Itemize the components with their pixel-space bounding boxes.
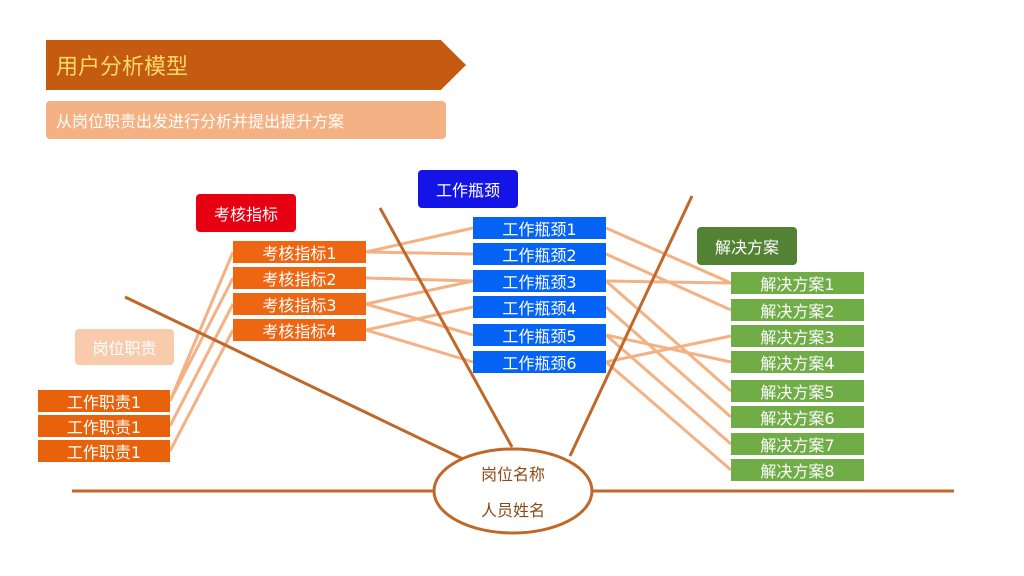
branch-line-solution — [568, 195, 694, 457]
solution-item-5: 解决方案5 — [731, 380, 864, 402]
duty-group-label: 岗位职责 — [75, 329, 174, 365]
solution-group-label: 解决方案 — [697, 227, 797, 265]
kpi-bottleneck-connector — [365, 279, 474, 306]
bottleneck-solution-connector — [605, 305, 732, 419]
duty-item-3: 工作职责1 — [38, 440, 170, 462]
page-subtitle: 从岗位职责出发进行分析并提出提升方案 — [46, 101, 446, 139]
duty-item-2: 工作职责1 — [38, 415, 170, 437]
kpi-bottleneck-connector — [365, 328, 474, 364]
bottleneck-solution-connector — [605, 279, 732, 285]
bottleneck-group-label: 工作瓶颈 — [418, 170, 518, 208]
solution-item-2: 解决方案2 — [731, 299, 864, 321]
branch-line-bottleneck — [378, 207, 514, 448]
kpi-item-1: 考核指标1 — [233, 241, 366, 263]
duty-kpi-connector — [168, 277, 235, 402]
center-ellipse — [432, 447, 594, 535]
kpi-bottleneck-connector — [365, 226, 474, 254]
bottleneck-solution-connector — [605, 279, 732, 393]
kpi-item-4: 考核指标4 — [233, 319, 366, 341]
solution-item-1: 解决方案1 — [731, 272, 864, 294]
kpi-bottleneck-connector — [365, 250, 474, 256]
kpi-group-label: 考核指标 — [196, 194, 296, 232]
solution-item-7: 解决方案7 — [731, 433, 864, 455]
duty-kpi-connector — [168, 329, 235, 452]
bottleneck-item-3: 工作瓶颈3 — [473, 270, 606, 292]
bottleneck-item-2: 工作瓶颈2 — [473, 243, 606, 265]
solution-item-4: 解决方案4 — [731, 351, 864, 373]
bottleneck-solution-connector — [605, 333, 732, 446]
kpi-item-3: 考核指标3 — [233, 293, 366, 315]
bottleneck-item-6: 工作瓶颈6 — [473, 351, 606, 373]
kpi-item-2: 考核指标2 — [233, 267, 366, 289]
bottleneck-item-4: 工作瓶颈4 — [473, 296, 606, 318]
bottleneck-item-1: 工作瓶颈1 — [473, 217, 606, 239]
kpi-bottleneck-connector — [365, 305, 474, 332]
solution-item-8: 解决方案8 — [731, 459, 864, 481]
person-name-label: 人员姓名 — [480, 501, 545, 520]
duty-kpi-connector — [168, 251, 235, 402]
position-name-label: 岗位名称 — [480, 465, 545, 484]
bottleneck-solution-connector — [605, 360, 732, 472]
bottleneck-solution-connector — [605, 226, 732, 285]
page-title: 用户分析模型 — [46, 40, 466, 90]
connector-lines — [168, 226, 732, 472]
solution-item-6: 解决方案6 — [731, 406, 864, 428]
bottleneck-item-5: 工作瓶颈5 — [473, 324, 606, 346]
branch-line-duty — [124, 295, 466, 462]
solution-item-3: 解决方案3 — [731, 325, 864, 347]
duty-item-1: 工作职责1 — [38, 390, 170, 412]
duty-kpi-connector — [168, 303, 235, 427]
bottleneck-solution-connector — [605, 334, 732, 364]
